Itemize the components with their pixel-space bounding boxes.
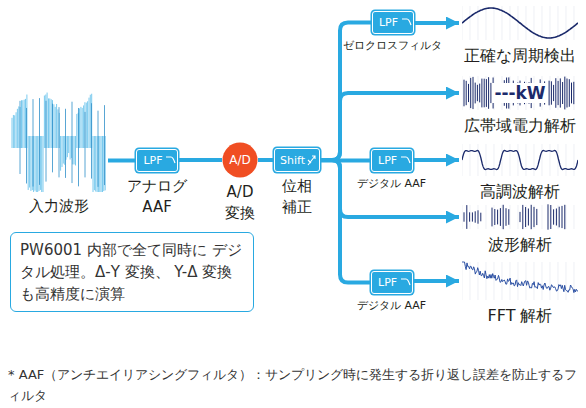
caption: デジタル AAF xyxy=(357,176,426,191)
filter-curve xyxy=(166,157,175,163)
output-item: 正確な周期検出 xyxy=(462,4,578,67)
output-figure xyxy=(462,142,578,178)
shift-block: Shift xyxy=(274,148,320,172)
process-block: LPF ゼロクロスフィルタ xyxy=(343,11,442,53)
caption: ゼロクロスフィルタ xyxy=(343,38,442,53)
output-figure xyxy=(462,260,578,302)
lpf-block: LPF xyxy=(372,11,414,34)
process-block: LPF アナログ AAF xyxy=(122,149,192,218)
waveform-bars xyxy=(464,204,565,229)
filter-curve xyxy=(401,157,410,163)
caption: デジタル AAF xyxy=(357,298,426,313)
output-item: 波形解析 xyxy=(462,203,578,256)
power-readout: ---kW xyxy=(492,83,547,103)
note-box: PW6001 内部で全て同時に デジタル処理。Δ-Y 変換、 Y-Δ 変換も高精… xyxy=(10,232,254,312)
lpf-block: LPF xyxy=(371,271,413,294)
process-block: 入力波形 xyxy=(10,92,108,217)
caption: アナログ AAF xyxy=(122,176,192,218)
block-label: LPF xyxy=(378,276,397,289)
grid xyxy=(462,205,574,229)
caption: 入力波形 xyxy=(29,196,89,217)
note-text: PW6001 内部で全て同時に デジタル処理。Δ-Y 変換、 Y-Δ 変換も高精… xyxy=(20,239,244,305)
sine-wave xyxy=(462,8,578,38)
filter-icon xyxy=(401,277,411,286)
caption: 波形解析 xyxy=(488,234,552,256)
circle-fill xyxy=(223,143,258,178)
connector xyxy=(413,158,459,162)
block-label: LPF xyxy=(378,154,397,167)
fft-spectrum xyxy=(462,262,578,293)
input-wave-figure xyxy=(10,92,108,192)
block-label: Shift xyxy=(280,154,305,167)
filter-icon xyxy=(401,155,411,164)
filter-icon xyxy=(402,17,412,26)
illustration xyxy=(462,4,578,42)
lpf-block: LPF xyxy=(136,149,178,172)
footnote: * AAF（アンチエイリアシングフィルタ）：サンプリング時に発生する折り返し誤差… xyxy=(8,364,578,406)
connector xyxy=(414,21,460,25)
output-item: 高調波解析 xyxy=(462,142,578,203)
connector xyxy=(413,279,459,283)
caption: FFT 解析 xyxy=(488,305,553,327)
lpf-block: LPF xyxy=(371,149,413,172)
illustration xyxy=(462,260,578,302)
process-block: LPF デジタル AAF xyxy=(357,149,426,191)
waveform-bars xyxy=(464,77,574,110)
illustration xyxy=(462,142,578,178)
illustration xyxy=(10,92,108,192)
caption: 広帯域電力解析 xyxy=(464,115,576,137)
connector xyxy=(108,159,136,163)
process-block: Shift 位相 補正 xyxy=(274,148,320,218)
output-figure xyxy=(462,4,578,42)
caption: 正確な周期検出 xyxy=(464,45,576,67)
output-figure: ---kW xyxy=(462,74,578,112)
input-waveform-dark xyxy=(20,98,105,187)
harmonic-wave xyxy=(462,151,578,170)
block-label: A/D xyxy=(229,153,251,167)
shift-icon xyxy=(307,154,317,166)
output-item: ---kW 広帯域電力解析 xyxy=(462,74,578,137)
block-label: LPF xyxy=(379,16,398,29)
caption: A/D 変換 xyxy=(215,182,265,224)
process-block: A/D A/D 変換 xyxy=(215,142,265,224)
output-item: FFT 解析 xyxy=(462,260,578,327)
shift-icon-stroke xyxy=(308,156,315,165)
process-block: LPF デジタル AAF xyxy=(357,271,426,313)
connector xyxy=(178,158,222,162)
block-label: LPF xyxy=(143,154,162,167)
filter-curve xyxy=(402,19,411,25)
connector xyxy=(258,158,274,162)
grid xyxy=(462,76,574,110)
output-figure xyxy=(462,203,578,231)
grid xyxy=(462,144,574,176)
filter-icon xyxy=(166,155,176,164)
illustration xyxy=(462,203,578,231)
caption: 位相 補正 xyxy=(276,176,318,218)
input-waveform xyxy=(12,93,105,192)
adc-circle: A/D xyxy=(222,142,258,178)
filter-curve xyxy=(401,279,410,285)
grid xyxy=(462,262,574,300)
caption: 高調波解析 xyxy=(480,181,560,203)
